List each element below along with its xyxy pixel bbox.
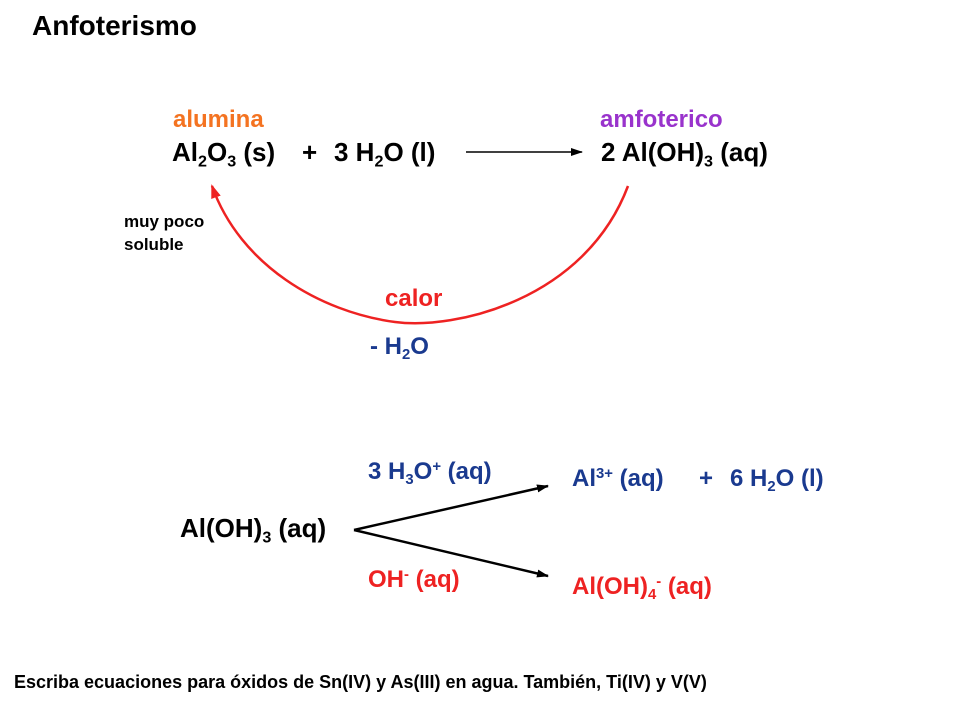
exercise-instruction: Escriba ecuaciones para óxidos de Sn(IV)… <box>14 672 707 692</box>
reactant-water: 3 H2O (l) <box>334 137 436 171</box>
base-branch-arrow <box>353 528 549 578</box>
solubility-note: muy poco soluble <box>124 212 205 254</box>
base-product-aluminate: Al(OH)4- (aq) <box>572 573 712 604</box>
dehydration-curve-arrow <box>210 184 630 325</box>
water-loss-label: - H2O <box>370 333 429 364</box>
base-reagent: OH- (aq) <box>368 566 460 593</box>
heat-label: calor <box>385 285 443 312</box>
acid-reagent: 3 H3O+ (aq) <box>368 458 492 489</box>
acid-branch-arrow <box>353 484 549 532</box>
plus-sign: + <box>302 137 318 167</box>
page-title: Anfoterismo <box>32 10 197 41</box>
reactant-al2o3: Al2O3 (s) <box>172 137 276 171</box>
alumina-label: alumina <box>173 106 264 133</box>
product-aluminum-hydroxide: 2 Al(OH)3 (aq) <box>601 137 768 171</box>
amphoteric-reactant: Al(OH)3 (aq) <box>180 513 327 547</box>
amphoteric-label: amfoterico <box>600 106 723 133</box>
acid-product-water: 6 H2O (l) <box>730 465 824 496</box>
acid-product-aluminum-ion: Al3+ (aq) <box>572 465 664 492</box>
acid-plus-sign: + <box>699 465 714 492</box>
